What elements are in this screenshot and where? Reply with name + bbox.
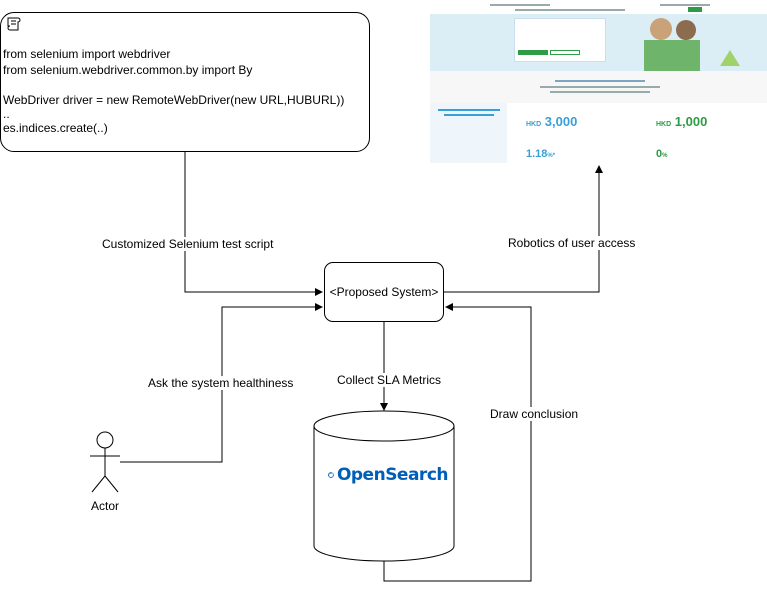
website-metric-2: HKD 1,000: [656, 114, 708, 129]
proposed-system-box: <Proposed System>: [324, 262, 444, 322]
code-line-1: from selenium import webdriver: [3, 47, 171, 61]
website-promo-band: [430, 71, 767, 103]
actor-figure: [90, 431, 120, 493]
opensearch-icon: [328, 472, 334, 478]
scroll-icon: [7, 17, 21, 31]
website-side-panel: [430, 103, 507, 163]
edge-system-to-website: [444, 165, 603, 293]
code-line-6: es.indices.create(..): [3, 121, 108, 135]
opensearch-logo: OpenSearch: [328, 461, 449, 489]
edge-database-to-system: [383, 303, 532, 582]
code-line-5: ..: [3, 107, 10, 121]
website-hero-banner: [430, 14, 767, 71]
proposed-system-label: <Proposed System>: [329, 285, 439, 299]
database-cylinder: [313, 410, 455, 562]
edge-selenium-to-system: [184, 152, 323, 296]
website-metric-4: 0%: [656, 148, 668, 160]
label-actor: Actor: [91, 499, 120, 513]
selenium-code-box: from selenium import webdriver from sele…: [0, 12, 370, 152]
label-selenium-script: Customized Selenium test script: [102, 237, 274, 251]
code-line-4: WebDriver driver = new RemoteWebDriver(n…: [3, 93, 345, 107]
label-robotics: Robotics of user access: [508, 236, 636, 250]
label-draw-conclusion: Draw conclusion: [490, 407, 579, 421]
code-line-2: from selenium.webdriver.common.by import…: [3, 63, 253, 77]
website-screenshot: HKD 3,000 HKD 1,000 1.18%* 0%: [430, 0, 767, 163]
website-top-nav: [430, 0, 767, 15]
label-ask-health: Ask the system healthiness: [148, 376, 294, 390]
website-metric-3: 1.18%*: [526, 148, 556, 160]
opensearch-logo-text: OpenSearch: [336, 465, 449, 485]
website-metric-1: HKD 3,000: [526, 114, 578, 129]
label-collect-sla: Collect SLA Metrics: [337, 373, 442, 387]
